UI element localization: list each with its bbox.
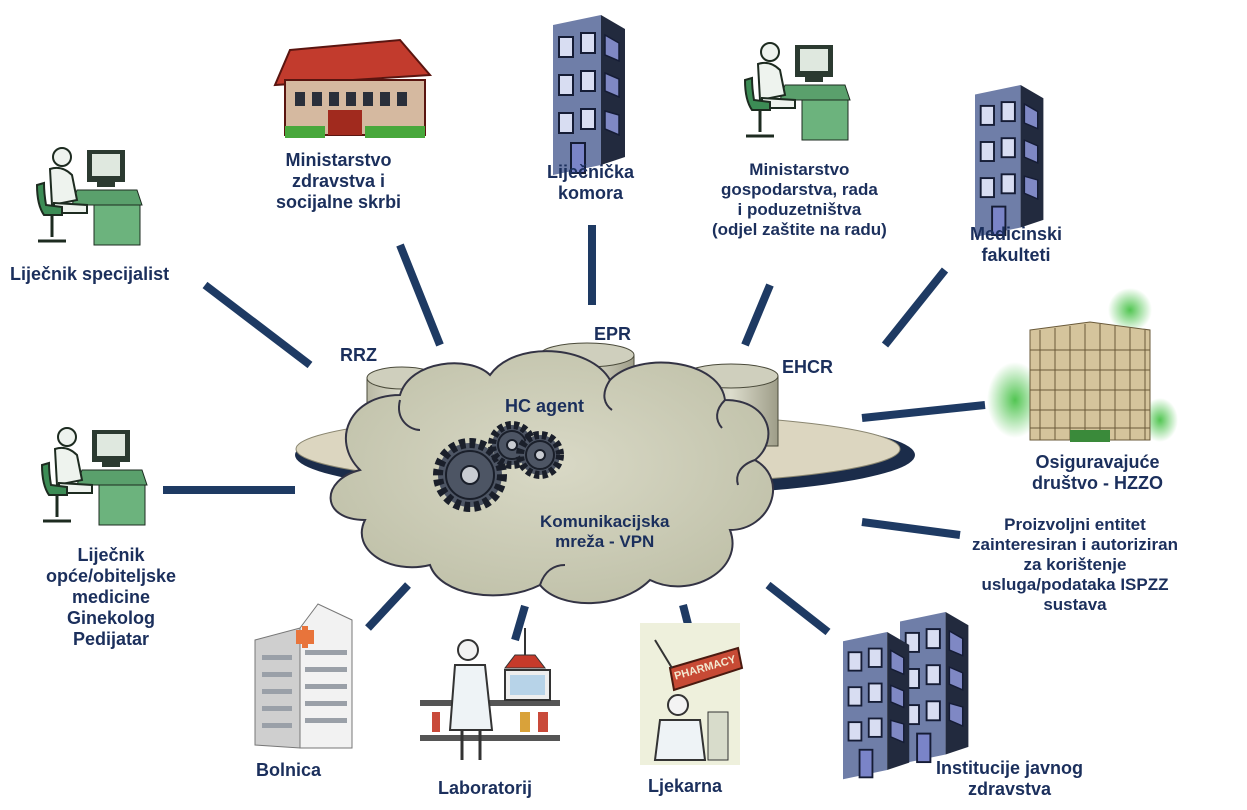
connector-lines [163, 225, 986, 642]
label-ministarstvo-gospodarstva: Ministarstvo gospodarstva, rada i poduze… [712, 160, 887, 239]
label-epr: EPR [594, 324, 632, 344]
laboratorij-icon [420, 628, 560, 760]
label-komora: Liječnička komora [547, 162, 635, 203]
label-hc-agent: HC agent [505, 396, 585, 416]
bolnica-building-icon [254, 603, 353, 749]
label-osiguravajuce: Osiguravajuće društvo - HZZO [1032, 452, 1163, 493]
label-institucije: Institucije javnog zdravstva [936, 758, 1084, 799]
ministarstvo-zdravstva-icon [273, 38, 433, 138]
institucije-building-front-icon [842, 631, 911, 781]
label-opca: Liječnik opće/obiteljske medicine Gineko… [46, 545, 177, 649]
label-ljekarna: Ljekarna [648, 776, 723, 796]
opca-icon [40, 426, 149, 527]
label-network: Komunikacijska mreža - VPN [540, 512, 670, 551]
ministarstvo-gospodarstva-icon [743, 41, 852, 142]
label-laboratorij: Laboratorij [438, 778, 533, 798]
specijalist-icon [35, 146, 144, 247]
label-bolnica: Bolnica [256, 760, 322, 780]
gears-icon [433, 421, 564, 512]
osiguravajuce-building-icon [987, 288, 1178, 442]
label-fakulteti: Medicinski fakulteti [970, 224, 1063, 265]
komora-building-icon [552, 14, 626, 176]
institucije-building-back-icon [899, 611, 970, 765]
label-proizvoljni: Proizvoljni entitet zainteresiran i auto… [972, 515, 1178, 614]
fakulteti-building-icon [974, 84, 1045, 238]
network-cloud [329, 350, 774, 605]
ljekarna-icon: PHARMACY [640, 623, 744, 765]
label-ehcr: EHCR [782, 357, 834, 377]
label-ministarstvo-zdravstva: Ministarstvo zdravstva i socijalne skrbi [276, 150, 402, 212]
label-rrz: RRZ [340, 345, 377, 365]
label-specijalist: Liječnik specijalist [10, 264, 170, 284]
